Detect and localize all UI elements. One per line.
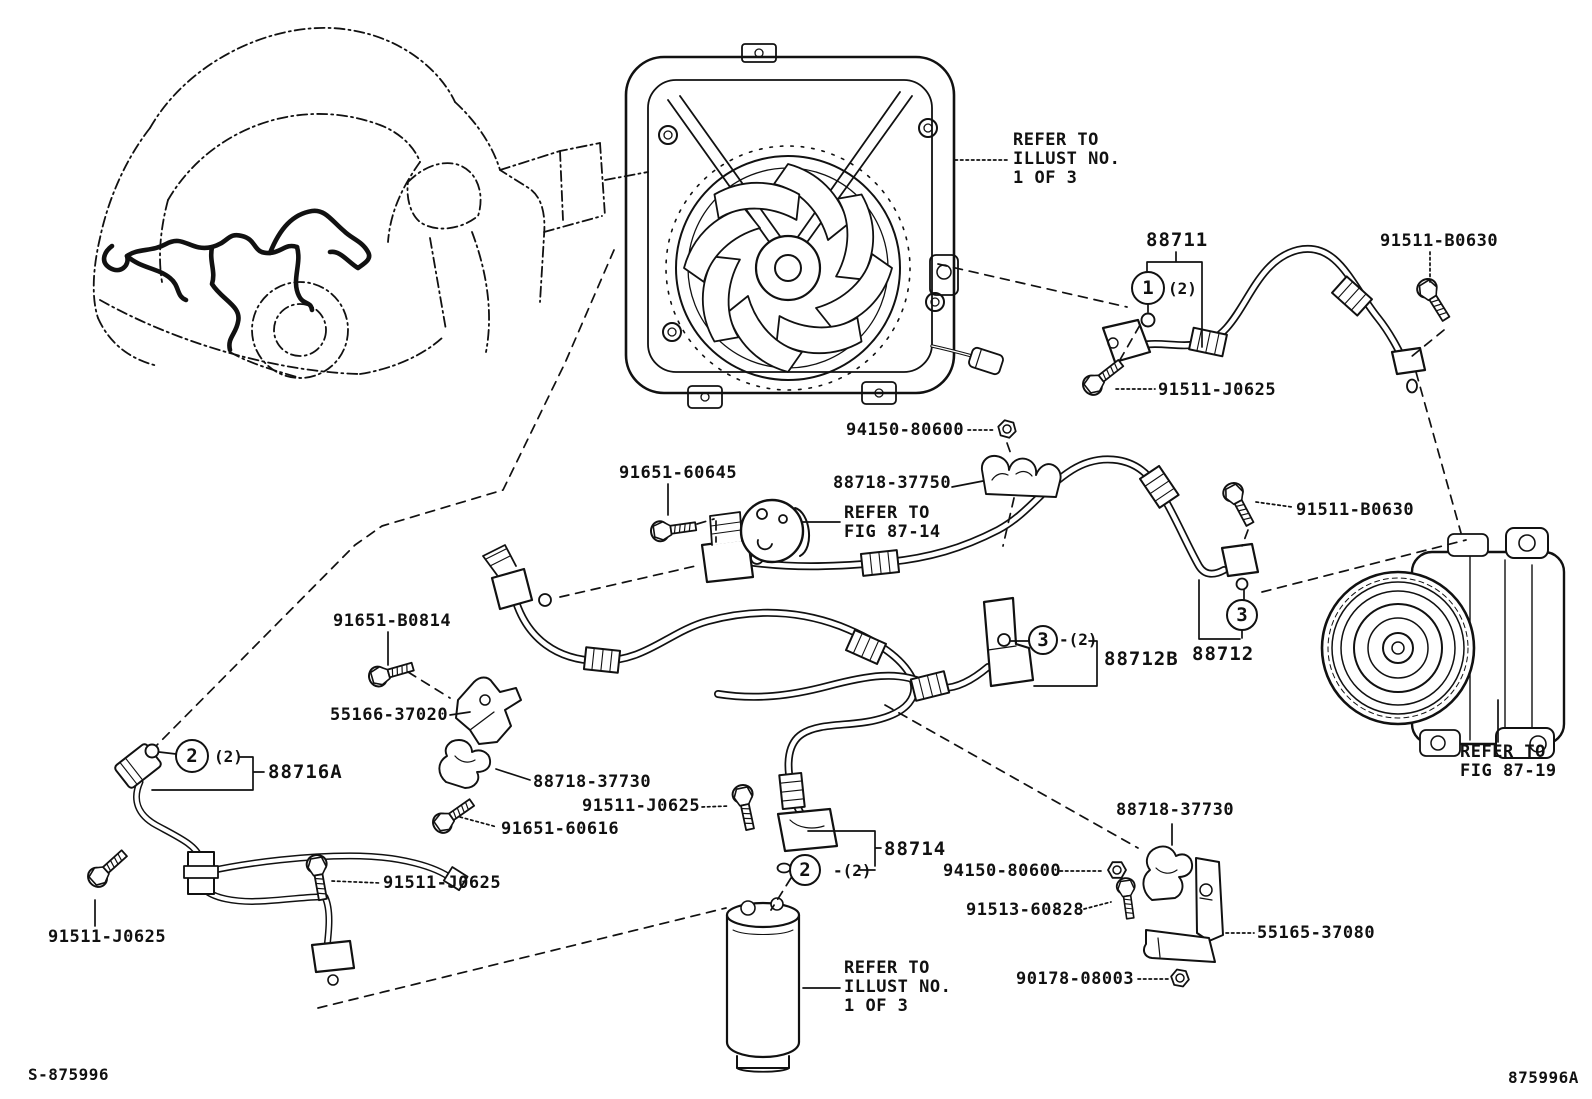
part-label-91511-b0630-mid: 91511-B0630 (1296, 500, 1415, 520)
callout-2-left-qty: (2) (214, 747, 243, 766)
liquid-pipe-88712b (714, 596, 1035, 702)
note-refer-illust-bottom: REFER TO ILLUST NO. 1 OF 3 (844, 959, 951, 1016)
note-line: ILLUST NO. (1013, 149, 1121, 169)
construction-lines (156, 249, 1467, 1009)
suction-hose-88714 (482, 544, 919, 874)
receiver-drier (725, 897, 801, 1073)
part-label-91651-b0814: 91651-B0814 (333, 611, 452, 631)
note-line: REFER TO (1013, 130, 1099, 150)
callout-1: 1 (1131, 271, 1165, 305)
grommet-fig-87-14 (739, 498, 811, 564)
callout-2-mid-qty: -(2) (833, 861, 872, 880)
part-label-88718-37750: 88718-37750 (833, 473, 952, 493)
drawing-code-right: 875996A (1508, 1068, 1579, 1087)
part-label-88714: 88714 (884, 838, 947, 860)
note-line: ILLUST NO. (844, 977, 952, 997)
nut-90178-08003 (1168, 967, 1192, 989)
part-label-91651-60645: 91651-60645 (619, 463, 738, 483)
note-refer-fig-87-19: REFER TO FIG 87-19 (1460, 743, 1557, 781)
part-label-90178-08003: 90178-08003 (1016, 969, 1135, 989)
part-label-88712b: 88712B (1104, 648, 1179, 670)
note-line: REFER TO (844, 503, 930, 523)
callout-2-left: 2 (175, 739, 209, 773)
callout-2-mid: 2 (789, 854, 821, 886)
note-line: FIG 87-14 (844, 522, 941, 542)
nut-94150-80600-top (995, 418, 1019, 440)
note-line: 1 OF 3 (1013, 168, 1078, 188)
part-label-88718-37730-left: 88718-37730 (533, 772, 652, 792)
nut-94150-80600-low (1107, 861, 1127, 879)
bolt-91511-j0625-top (1078, 354, 1128, 400)
part-label-88712: 88712 (1192, 643, 1255, 665)
note-line: FIG 87-19 (1460, 761, 1557, 781)
harness-highlight (101, 208, 372, 353)
bolt-91511-j0625-mid (729, 782, 761, 833)
bracket-55166-37020 (455, 676, 522, 745)
fan-shroud-assembly (624, 43, 1004, 409)
part-label-91651-60616: 91651-60616 (501, 819, 620, 839)
note-line: 1 OF 3 (844, 996, 909, 1016)
part-label-91513-60828: 91513-60828 (966, 900, 1085, 920)
part-label-88711: 88711 (1146, 229, 1209, 251)
part-label-91511-j0625-top: 91511-J0625 (1158, 380, 1277, 400)
o-ring-callout-2-left (144, 743, 160, 759)
part-label-91511-j0625-center: 91511-J0625 (383, 873, 502, 893)
callout-1-qty: (2) (1168, 279, 1197, 298)
bolt-91511-b0630-mid (1219, 478, 1260, 530)
part-label-55166-37020: 55166-37020 (330, 705, 449, 725)
clamp-88718-37730-right (1142, 845, 1194, 901)
part-label-91511-b0630-top: 91511-B0630 (1380, 231, 1499, 251)
vehicle-sketch (92, 26, 649, 379)
o-ring-callout-1 (1140, 312, 1156, 328)
part-label-55165-37080: 55165-37080 (1257, 923, 1376, 943)
note-line: REFER TO (1460, 742, 1546, 762)
note-refer-illust-top: REFER TO ILLUST NO. 1 OF 3 (1013, 131, 1120, 188)
bracket-55165-37080 (1143, 857, 1224, 963)
bolt-91651-60645 (648, 515, 699, 544)
note-refer-fig-87-14: REFER TO FIG 87-14 (844, 504, 941, 542)
clamp-88718-37750 (981, 454, 1062, 498)
bolt-91511-j0625-bottom (83, 844, 132, 892)
note-line: REFER TO (844, 958, 930, 978)
bolt-91651-60616 (428, 793, 479, 838)
callout-3-mid-qty: -(2) (1059, 630, 1098, 649)
screw-91513-60828 (1114, 876, 1141, 921)
part-label-94150-80600-low: 94150-80600 (943, 861, 1062, 881)
part-label-94150-80600-top: 94150-80600 (846, 420, 965, 440)
part-label-91511-j0625-mid: 91511-J0625 (582, 796, 701, 816)
callout-3-mid: 3 (1028, 625, 1058, 655)
clamp-88718-37730-left (438, 739, 492, 789)
callout-3-right: 3 (1226, 599, 1258, 631)
part-label-88716a: 88716A (268, 761, 343, 783)
compressor (1320, 527, 1566, 759)
part-label-91511-j0625-bottom: 91511-J0625 (48, 927, 167, 947)
drawing-code-left: S-875996 (28, 1065, 110, 1084)
bolt-91511-b0630-top (1412, 274, 1456, 326)
hose-88711 (1101, 244, 1427, 394)
part-label-88718-37730-right: 88718-37730 (1116, 800, 1235, 820)
